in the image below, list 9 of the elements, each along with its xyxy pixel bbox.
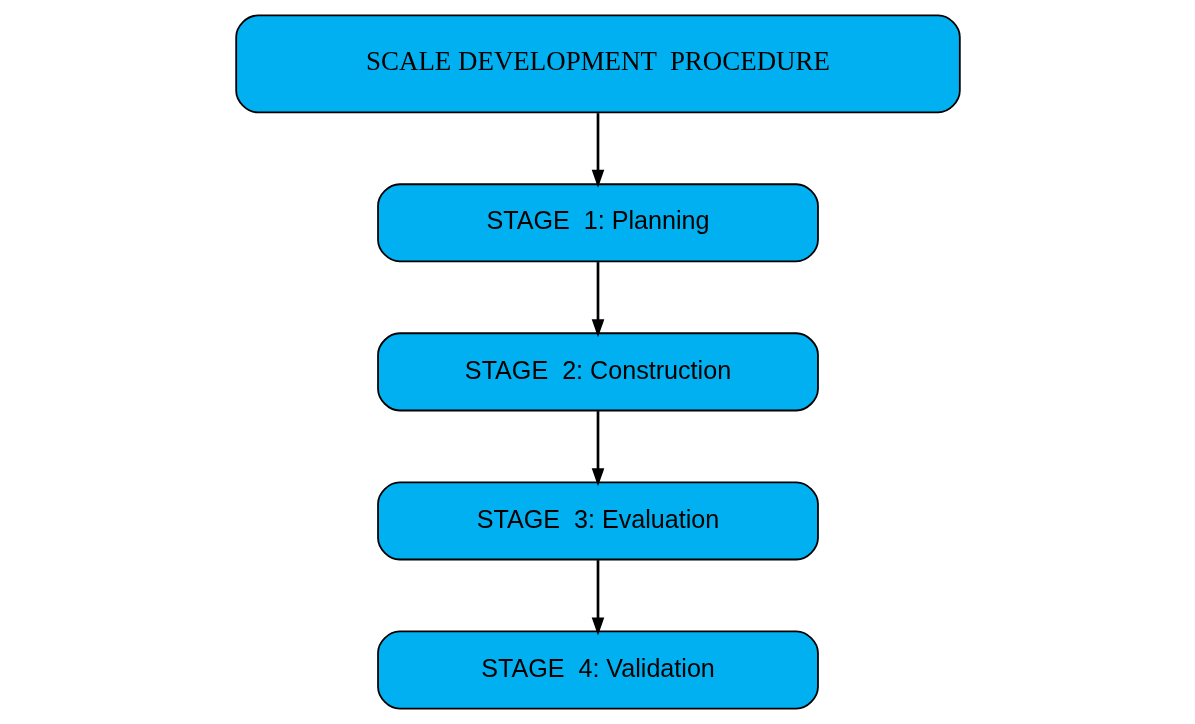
node-box: STAGE 2: Construction (376, 332, 819, 412)
node-box: SCALE DEVELOPMENT PROCEDURE (234, 14, 961, 114)
arrow (591, 560, 604, 636)
node-box: STAGE 3: Evaluation (376, 481, 819, 561)
arrow (591, 262, 604, 338)
node-box: STAGE 4: Validation (376, 630, 819, 710)
arrow (591, 113, 604, 188)
node-box: STAGE 1: Planning (376, 183, 819, 263)
arrow (591, 411, 604, 487)
